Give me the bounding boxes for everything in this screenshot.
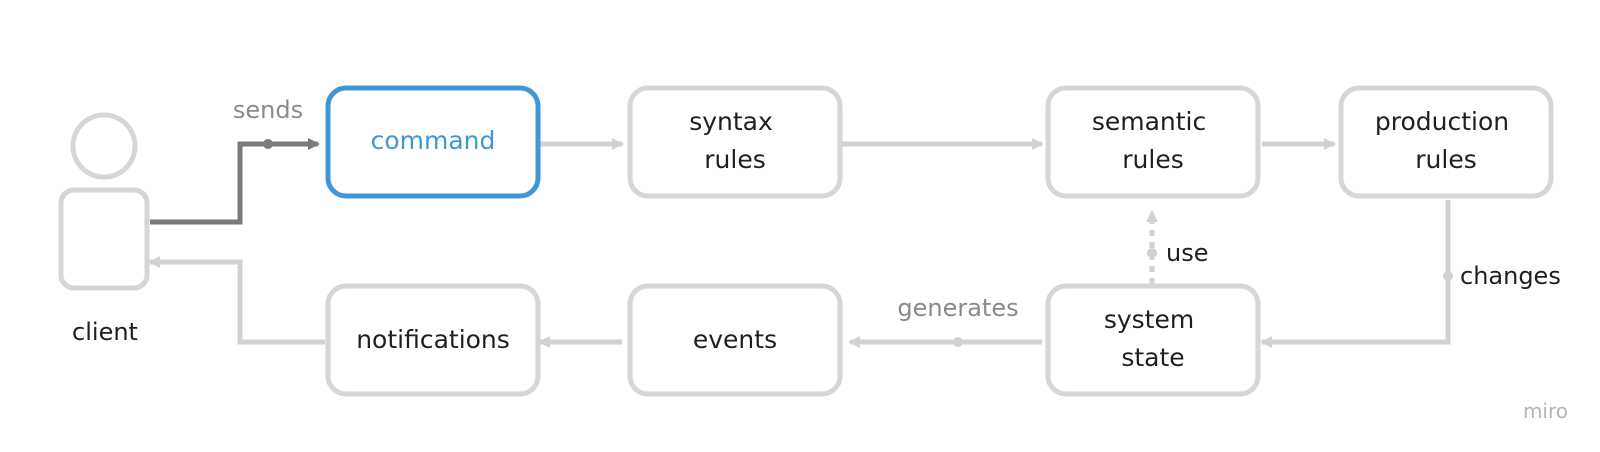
connectors (148, 138, 1453, 348)
use-label: use (1166, 239, 1208, 267)
syntax-rules-label: syntax rules (689, 107, 781, 174)
system-state-label: system state (1104, 305, 1202, 372)
system-state-box[interactable]: system state (1045, 283, 1261, 397)
notifications-to-client-arrow (148, 256, 325, 345)
generates-label: generates (897, 294, 1018, 322)
production-rules-line-1: production (1375, 107, 1509, 136)
changes-arrow (1260, 200, 1451, 348)
changes-label: changes (1460, 262, 1561, 290)
client-label: client (72, 318, 138, 346)
sends-dot (263, 139, 273, 149)
syntax-rules-line-2: rules (704, 145, 765, 174)
semantic-rules-line-2: rules (1122, 145, 1183, 174)
sends-arrow (150, 138, 320, 225)
changes-dot (1443, 271, 1453, 281)
client-actor-icon (58, 112, 150, 291)
generates-dot (953, 337, 963, 347)
semantic-rules-box[interactable]: semantic rules (1045, 85, 1261, 199)
semantic-rules-line-1: semantic (1092, 107, 1206, 136)
semantic-rules-label: semantic rules (1092, 107, 1214, 174)
system-state-line-2: state (1121, 343, 1184, 372)
sends-label: sends (233, 96, 303, 124)
production-rules-line-2: rules (1415, 145, 1476, 174)
syntax-rules-box[interactable]: syntax rules (627, 85, 843, 199)
syntax-rules-line-1: syntax (689, 107, 773, 136)
production-rules-label: production rules (1375, 107, 1517, 174)
production-rules-box[interactable]: production rules (1338, 85, 1554, 199)
command-label: command (371, 126, 496, 155)
events-box[interactable]: events (627, 283, 843, 397)
notifications-label: notifications (356, 325, 510, 354)
system-state-line-1: system (1104, 305, 1194, 334)
notifications-box[interactable]: notifications (325, 283, 541, 397)
command-box[interactable]: command (325, 85, 541, 199)
miro-watermark: miro (1523, 399, 1568, 423)
use-dot (1147, 248, 1157, 258)
events-label: events (693, 325, 777, 354)
